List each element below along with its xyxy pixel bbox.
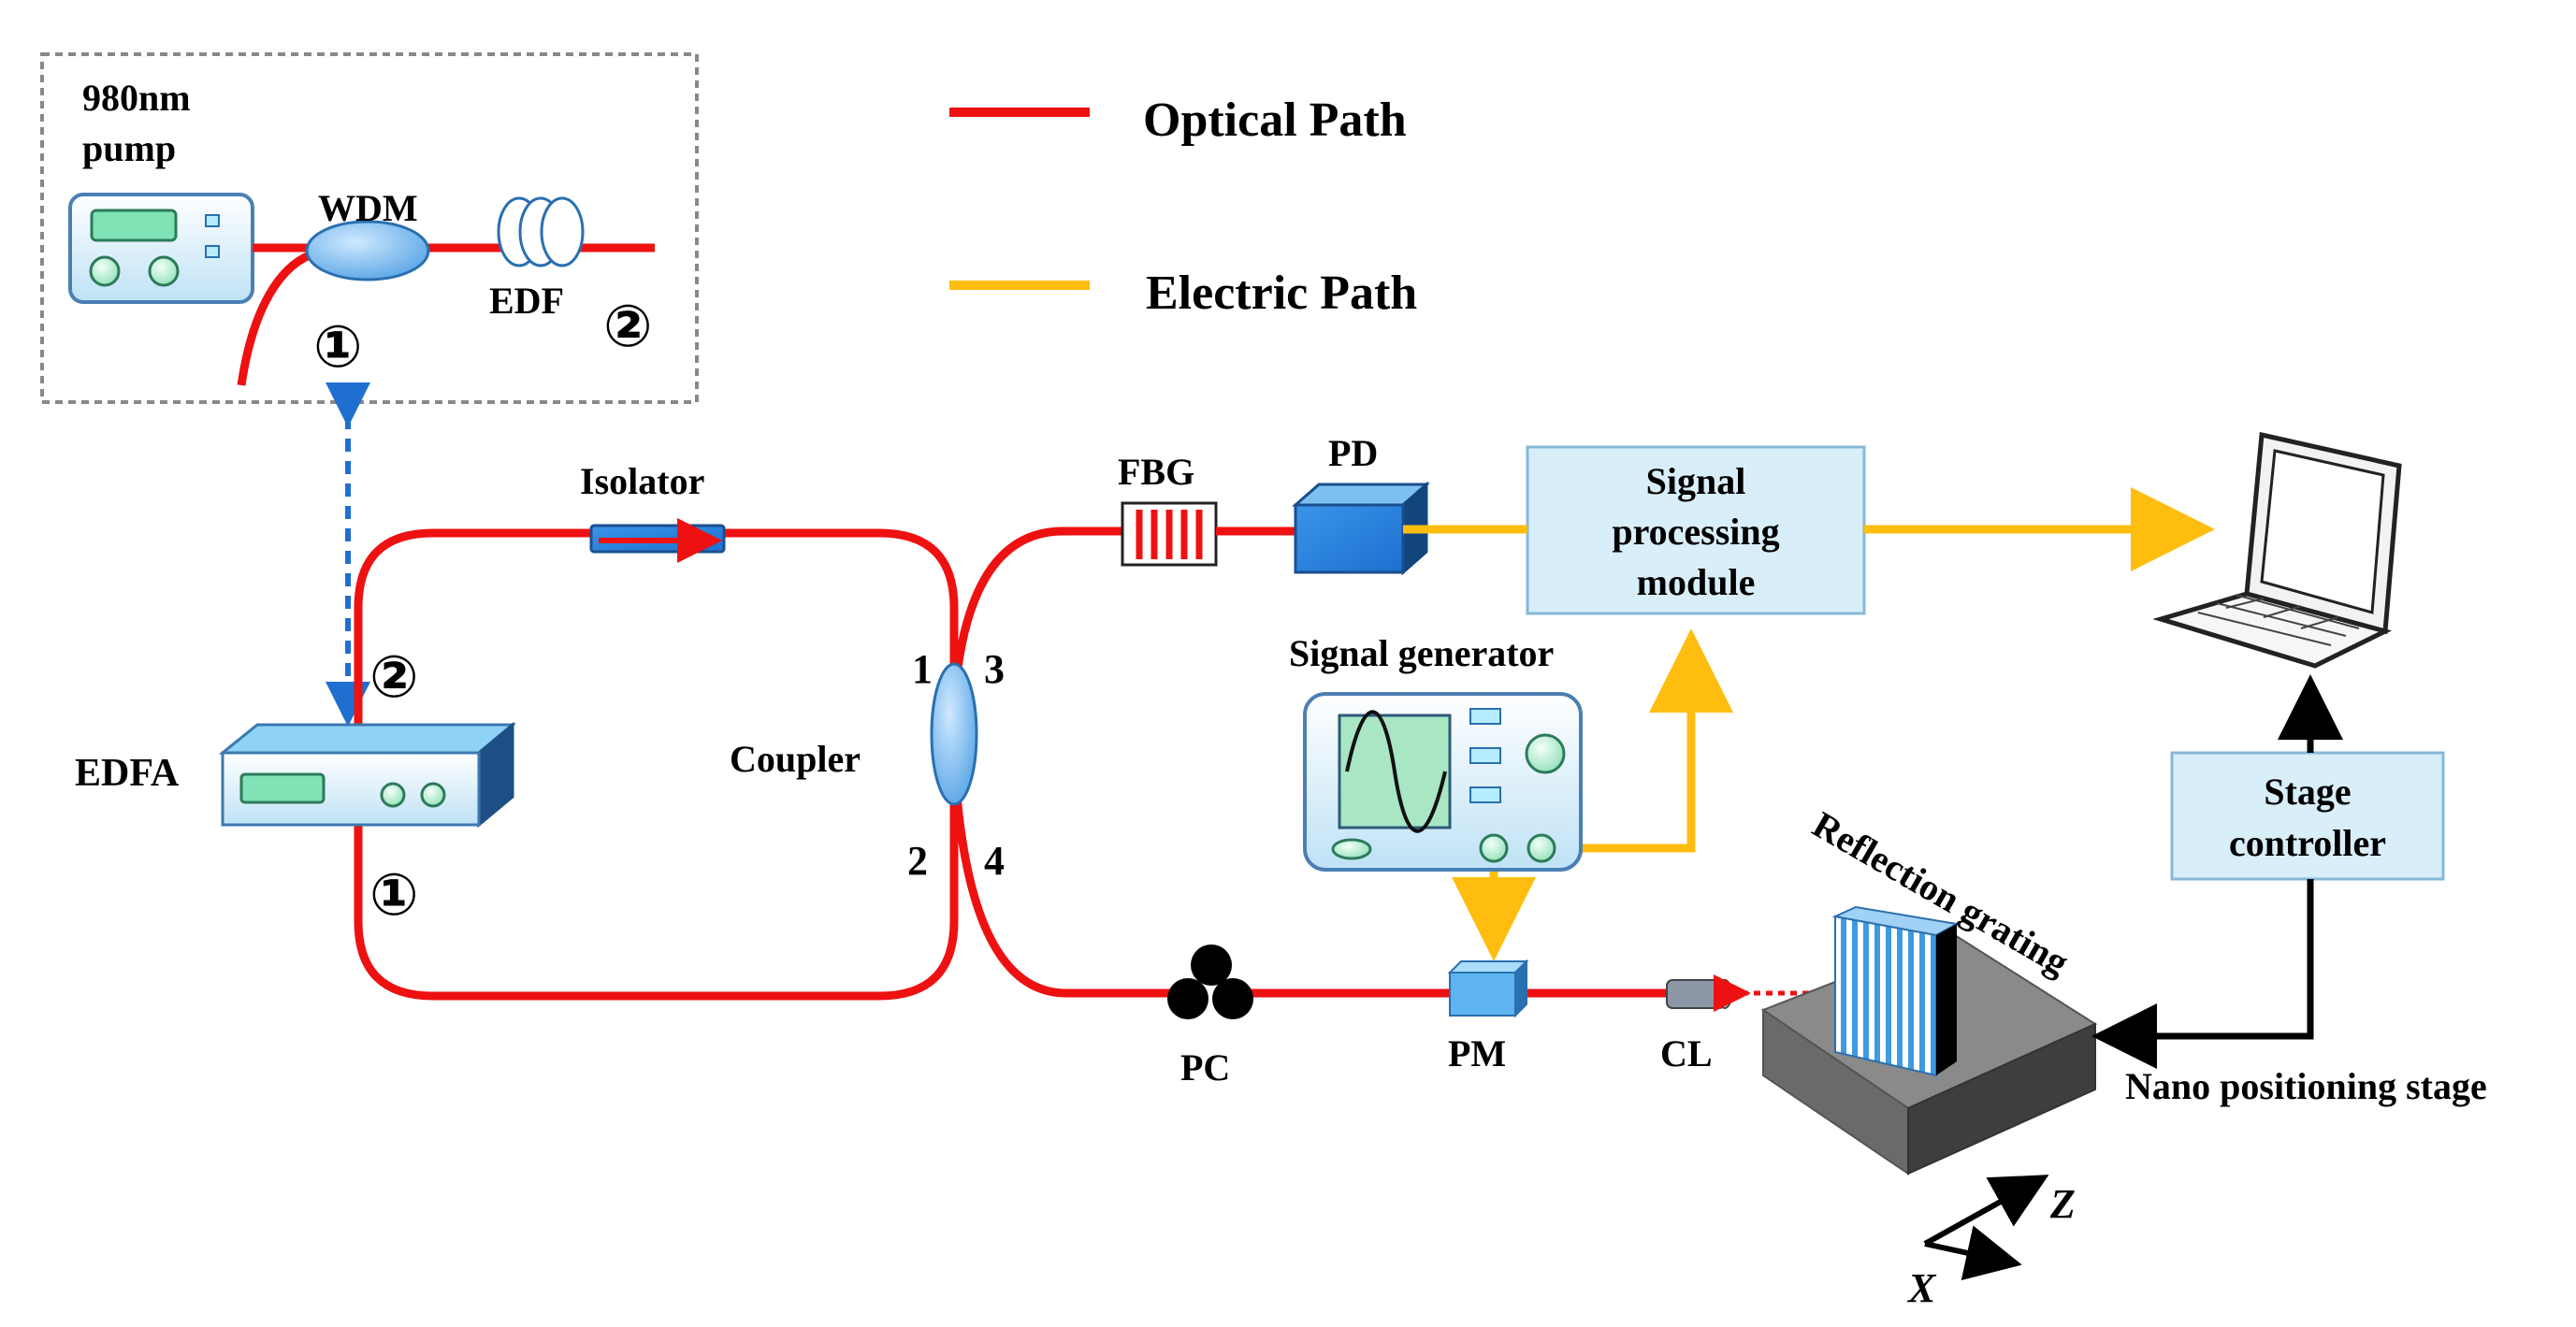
- signal-processing-box: [1526, 445, 1866, 615]
- axis-x-line: [1924, 1225, 2022, 1281]
- signal-processing-line1: Signal: [1646, 460, 1746, 502]
- signal-processing-line2: processing: [1612, 511, 1779, 553]
- legend-optical-label: Optical Path: [1143, 94, 1407, 147]
- coupler-port-4: 4: [984, 838, 1005, 884]
- axis-z-label: Z: [2049, 1181, 2076, 1227]
- pm-front: [1449, 972, 1516, 1017]
- edfa-display: [239, 772, 326, 804]
- axes-indicator: [1923, 1175, 2049, 1281]
- fbg-label: FBG: [1118, 451, 1194, 493]
- photodetector: PD: [1292, 432, 1430, 576]
- edfa-port-out: ②: [369, 642, 419, 711]
- signal-processing-line3: module: [1637, 561, 1756, 603]
- signal-generator-port-left: [1331, 838, 1372, 860]
- nano-stage-label: Nano positioning stage: [2125, 1065, 2487, 1107]
- fbg: FBG: [1118, 451, 1295, 567]
- signal-processing-module: Signal processing module: [1526, 445, 1866, 615]
- pm-top: [1447, 960, 1529, 974]
- legend-electric-label: Electric Path: [1146, 267, 1417, 320]
- coupler: Coupler 1 3 2 4: [730, 646, 1005, 884]
- edfa-knob-2: [420, 782, 446, 808]
- control-paths: [2091, 674, 2343, 1069]
- coupler-port-2: 2: [907, 838, 928, 884]
- signal-generator: Signal generator: [1289, 632, 1583, 872]
- wdm-coupler: [305, 220, 430, 281]
- signal-generator-port-2: [1527, 833, 1556, 863]
- pump-knob-2: [148, 255, 180, 287]
- legend: Optical Path Electric Path: [949, 94, 1417, 320]
- signal-generator-label: Signal generator: [1289, 632, 1554, 674]
- signal-generator-btn-1: [1469, 708, 1501, 725]
- stage-controller-line1: Stage: [2264, 771, 2351, 813]
- fbg-grating-lines: [1136, 510, 1203, 559]
- coupler-port-3: 3: [984, 646, 1005, 692]
- stage-controller-box: [2170, 751, 2445, 881]
- polarization-controller-icon: [1167, 945, 1253, 1019]
- inset-port-output: ②: [603, 292, 653, 360]
- pc-label: PC: [1180, 1046, 1230, 1089]
- edf-label: EDF: [489, 280, 564, 322]
- coupler-arm-3: [951, 526, 1122, 684]
- pm-label: PM: [1448, 1032, 1506, 1075]
- controller-to-stage-wire: [2091, 879, 2314, 1069]
- laptop-screen: [2260, 449, 2385, 614]
- collimator-lens: [1666, 979, 1726, 1009]
- axis-z-line: [1923, 1175, 2049, 1247]
- electric-paths: [1403, 487, 2215, 961]
- pump-inset: 980nm pump WDM EDF ① ②: [40, 52, 699, 404]
- pump-label-line2: pump: [82, 127, 176, 169]
- edfa-knob-1: [380, 782, 406, 808]
- inset-fiber-input: [237, 248, 320, 386]
- signal-generator-btn-3: [1469, 786, 1501, 803]
- edfa-label: EDFA: [75, 752, 180, 795]
- reflection-grating-face: [1834, 915, 1937, 1077]
- isolator: Isolator: [580, 460, 726, 563]
- stage-controller: Stage controller: [2170, 751, 2445, 881]
- edf-coil-icon: [497, 196, 585, 267]
- edfa-port-in: ①: [369, 860, 419, 929]
- inset-port-input: ①: [313, 312, 363, 381]
- wdm-label: WDM: [318, 187, 418, 229]
- pump-button-2: [205, 245, 220, 258]
- lower-optical-path: PC PM CL: [1167, 945, 1889, 1089]
- grating-mount: [1936, 924, 1957, 1075]
- edfa-top: [218, 723, 517, 755]
- laptop-keyboard: [2197, 594, 2360, 646]
- cl-label: CL: [1660, 1032, 1713, 1075]
- edfa: EDFA ② ①: [75, 642, 517, 929]
- axis-x-label: X: [1906, 1265, 1937, 1311]
- signal-generator-knob-big: [1525, 733, 1566, 774]
- stage-controller-line2: controller: [2229, 822, 2386, 864]
- ring-upper-fiber: [354, 528, 959, 739]
- generator-to-processor-wire: [1553, 628, 1733, 853]
- pump-display: [90, 209, 178, 242]
- signal-generator-btn-2: [1469, 747, 1501, 764]
- ring-lower-fiber: [354, 786, 959, 1001]
- coupler-port-1: 1: [912, 646, 933, 692]
- coupler-body: [930, 662, 978, 806]
- collimator-lens-face: [1717, 979, 1732, 1009]
- pump-button-1: [205, 214, 220, 227]
- pump-label-line1: 980nm: [82, 77, 191, 119]
- laptop-base: [2152, 591, 2393, 669]
- coupler-label: Coupler: [730, 738, 861, 780]
- pd-front: [1294, 503, 1405, 574]
- stage-side: [1907, 1022, 2096, 1176]
- sine-wave-icon: [1345, 710, 1447, 833]
- pump-knob-1: [89, 255, 121, 287]
- isolator-label: Isolator: [580, 460, 704, 502]
- pd-label: PD: [1328, 432, 1378, 474]
- laptop-icon: [2152, 431, 2402, 669]
- coupler-arm-4: [951, 785, 1174, 998]
- signal-generator-port-1: [1479, 833, 1509, 863]
